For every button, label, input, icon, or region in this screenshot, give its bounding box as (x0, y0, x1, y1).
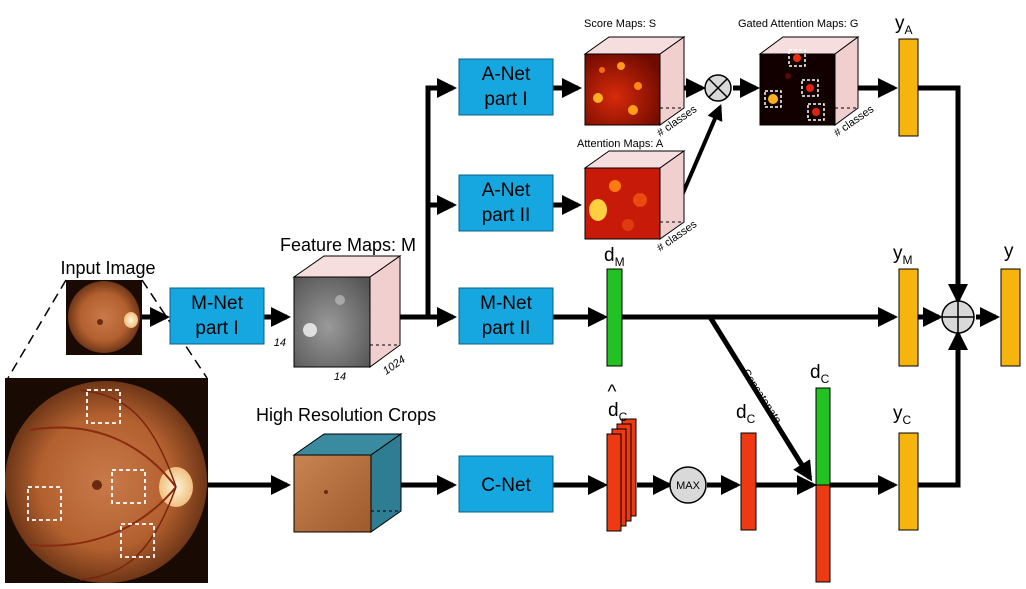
vector-dC-concat-red (815, 484, 831, 583)
label-dC-hat: ^ dC (608, 382, 628, 424)
anet-part2-box: A-Net part II (458, 174, 554, 232)
zoom-dashed-right (141, 279, 208, 379)
svg-text:dC: dC (736, 402, 756, 426)
vector-yC (898, 432, 919, 531)
svg-text:M-Net: M-Net (191, 293, 243, 314)
mnet-part2-box: M-Net part II (458, 287, 554, 345)
vector-yM (898, 268, 919, 367)
gated-attention-maps-cube (758, 36, 860, 126)
high-res-crops-label: High Resolution Crops (256, 405, 436, 425)
dim-14-side: 14 (274, 337, 286, 349)
svg-text:part I: part I (484, 89, 527, 110)
vector-dM (606, 268, 623, 367)
sum-operator (941, 300, 975, 334)
svg-text:part II: part II (482, 205, 531, 226)
dim-14-bottom: 14 (334, 371, 346, 383)
svg-text:yA: yA (895, 13, 913, 37)
attention-maps-label: Attention Maps: A (577, 138, 664, 150)
score-maps-label: Score Maps: S (584, 18, 656, 30)
attention-maps-cube (583, 150, 686, 240)
max-operator: MAX (669, 466, 707, 504)
svg-text:dC: dC (810, 362, 830, 386)
svg-text:dC: dC (608, 400, 628, 424)
feature-maps-label: Feature Maps: M (280, 235, 416, 255)
svg-text:part I: part I (195, 318, 238, 339)
label-yC: yC (893, 403, 912, 427)
input-image-thumbnail (66, 280, 142, 355)
svg-text:part II: part II (482, 318, 531, 339)
svg-text:yM: yM (893, 243, 913, 267)
dim-1024: 1024 (381, 354, 408, 378)
feature-maps-cube (292, 255, 402, 368)
attention-connector (678, 104, 723, 201)
label-yA: yA (895, 13, 913, 37)
gated-attention-maps-label: Gated Attention Maps: G (738, 18, 858, 30)
high-res-crops-cube (292, 433, 403, 533)
svg-text:A-Net: A-Net (482, 180, 531, 201)
stacked-crop-vectors (606, 418, 637, 532)
svg-text:^: ^ (608, 382, 617, 403)
svg-text:dM: dM (604, 245, 625, 269)
vector-y (1000, 268, 1021, 367)
multiply-operator (704, 74, 732, 102)
label-yM: yM (893, 243, 913, 267)
svg-text:y: y (1004, 241, 1014, 262)
mnet-part1-box: M-Net part I (169, 287, 265, 345)
vector-dC-concat-green (815, 387, 831, 486)
zoom-dashed-left (7, 279, 67, 379)
svg-text:A-Net: A-Net (482, 64, 531, 85)
input-image-label: Input Image (60, 258, 155, 278)
anet-part1-box: A-Net part I (458, 58, 554, 116)
input-image-large (5, 378, 208, 583)
svg-text:MAX: MAX (676, 480, 701, 492)
connectors (142, 78, 1000, 495)
label-y: y (1004, 241, 1014, 262)
svg-text:C-Net: C-Net (481, 475, 531, 496)
svg-text:yC: yC (893, 403, 912, 427)
svg-text:M-Net: M-Net (480, 293, 532, 314)
label-dC-max: dC (736, 402, 756, 426)
vector-yA (898, 38, 919, 137)
score-maps-cube (583, 36, 686, 126)
label-dM: dM (604, 245, 625, 269)
vector-dC-max (740, 432, 757, 531)
cnet-box: C-Net (458, 455, 554, 513)
label-dC-concat: dC (810, 362, 830, 386)
